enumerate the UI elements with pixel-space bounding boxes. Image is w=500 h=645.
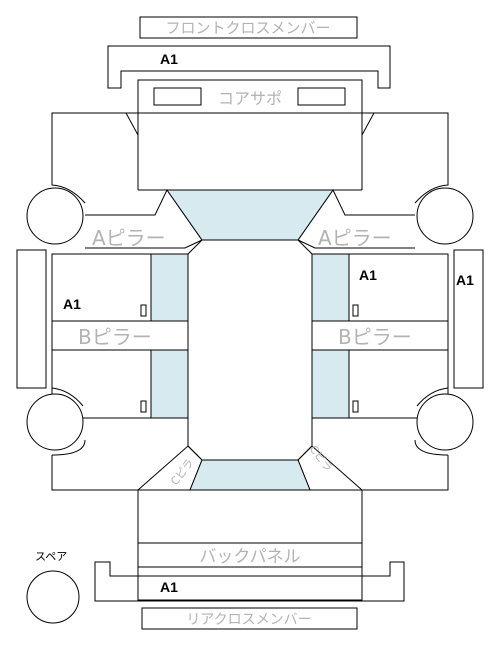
right-rear-door-handle [352, 400, 359, 413]
right-b-pillar [311, 320, 449, 351]
rear-cross-member [94, 561, 405, 602]
left-front-window [150, 253, 189, 322]
left-rear-window [150, 349, 189, 419]
right-rear-quarter [414, 387, 449, 456]
front-cross-member [107, 45, 391, 89]
front-cross-member-grade: A1 [160, 51, 178, 67]
core-support-label: コアサポ [218, 89, 282, 108]
left-front-fender [51, 112, 138, 204]
left-rear-quarter [51, 387, 86, 456]
right-b-pillar-label: Bピラー [338, 325, 412, 349]
core-support-slot-left [153, 87, 202, 106]
back-panel [137, 542, 363, 568]
windshield [166, 189, 334, 241]
right-side-sill [453, 249, 484, 389]
right-front-door-handle [352, 304, 359, 317]
left-front-wheel [26, 187, 84, 245]
right-front-fender [362, 112, 449, 204]
right-front-wheel [416, 187, 474, 245]
left-b-pillar-area-grade: A1 [63, 296, 81, 312]
left-a-pillar-label: Aピラー [92, 226, 166, 250]
right-rear-window [311, 349, 350, 419]
right-a-pillar-area-grade: A1 [359, 267, 377, 283]
left-rear-wheel [26, 393, 84, 451]
cabin-outline [187, 239, 313, 461]
body-outline [51, 113, 449, 601]
rear-window [189, 459, 311, 491]
right-fender-cutout [361, 112, 375, 136]
right-c-pillar-label: Cピラ [307, 443, 336, 474]
left-rear-door-handle [140, 400, 147, 413]
spare-tire [26, 570, 80, 624]
left-front-door-handle [140, 304, 147, 317]
right-front-door [348, 253, 449, 322]
rear-cross-member-label-box [141, 607, 358, 630]
left-side-sill [16, 249, 47, 389]
right-front-window [311, 253, 350, 322]
left-fender-cutout [125, 112, 139, 136]
rear-cross-member-grade: A1 [160, 579, 178, 595]
left-b-pillar-label: Bピラー [78, 325, 152, 349]
spare-label: スペア [35, 550, 67, 563]
front-cross-member-label-box [139, 16, 358, 39]
back-panel-label: バックパネル [199, 547, 300, 567]
right-side-sill-grade: A1 [456, 272, 474, 288]
core-support-slot-right [297, 87, 346, 106]
rear-cross-member-label: リアクロスメンバー [186, 612, 311, 628]
front-cross-member-label: フロントクロスメンバー [165, 19, 330, 37]
right-rear-wheel [416, 393, 474, 451]
right-a-pillar-label: Aピラー [318, 226, 392, 250]
left-b-pillar [51, 320, 189, 351]
